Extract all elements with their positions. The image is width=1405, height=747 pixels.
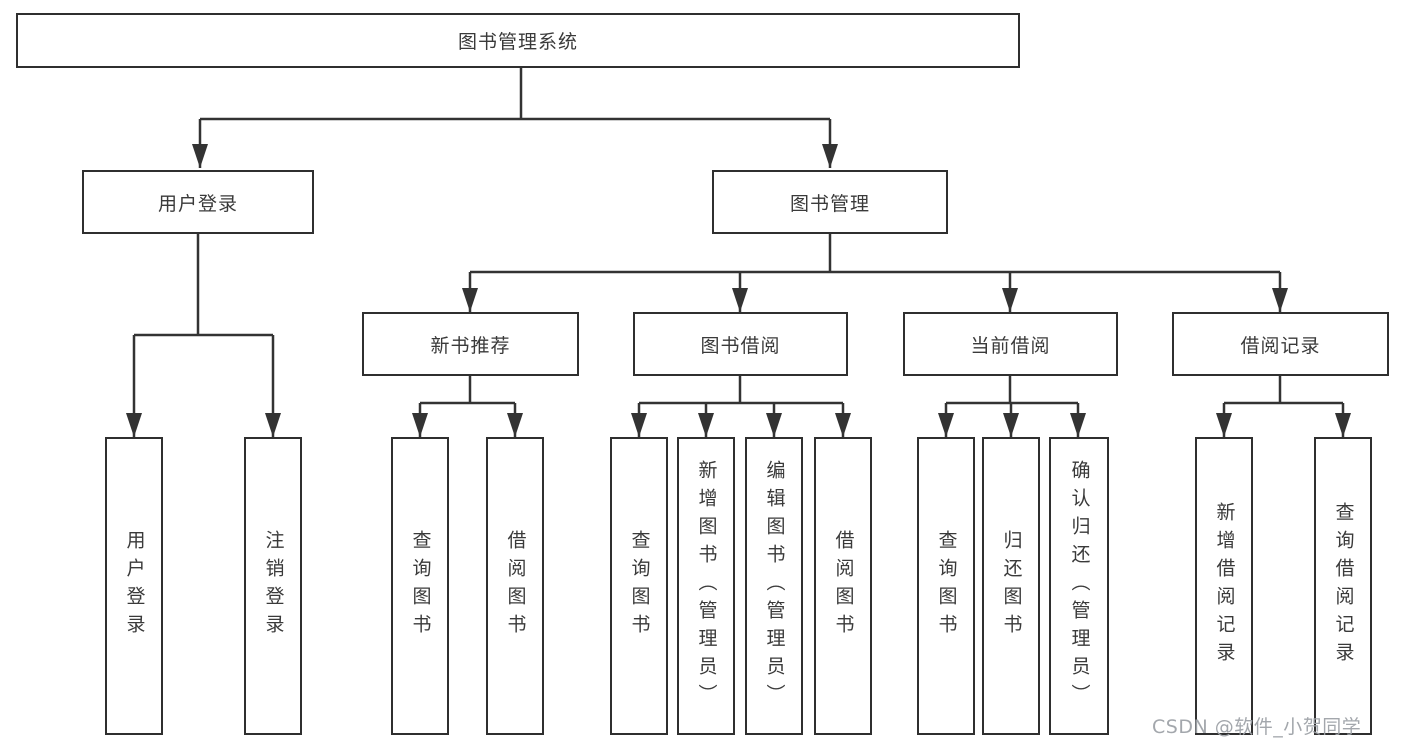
node-borrow-records: 借阅记录 — [1172, 312, 1389, 376]
arrowheads — [126, 144, 1351, 437]
node-new-book-recommend: 新书推荐 — [362, 312, 579, 376]
leaf-current-confirm-return-admin: 确认归还（管理员） — [1049, 437, 1109, 735]
node-root: 图书管理系统 — [16, 13, 1020, 68]
node-book-management: 图书管理 — [712, 170, 948, 234]
leaf-borrow-add-books-admin: 新增图书（管理员） — [677, 437, 735, 735]
leaf-borrow-query-books: 查询图书 — [610, 437, 668, 735]
leaf-new-query-books: 查询图书 — [391, 437, 449, 735]
leaf-current-query-books: 查询图书 — [917, 437, 975, 735]
leaf-records-query-record: 查询借阅记录 — [1314, 437, 1372, 735]
node-user-login: 用户登录 — [82, 170, 314, 234]
leaf-current-return-books: 归还图书 — [982, 437, 1040, 735]
csdn-watermark: CSDN @软件_小贺同学 — [1152, 716, 1362, 738]
connector-paths — [132, 66, 1345, 437]
leaf-records-add-record: 新增借阅记录 — [1195, 437, 1253, 735]
node-current-borrow: 当前借阅 — [903, 312, 1118, 376]
node-book-borrow: 图书借阅 — [633, 312, 848, 376]
leaf-borrow-edit-books-admin: 编辑图书（管理员） — [745, 437, 803, 735]
leaf-logout: 注销登录 — [244, 437, 302, 735]
leaf-new-borrow-books: 借阅图书 — [486, 437, 544, 735]
leaf-user-login: 用户登录 — [105, 437, 163, 735]
leaf-borrow-borrow-books: 借阅图书 — [814, 437, 872, 735]
